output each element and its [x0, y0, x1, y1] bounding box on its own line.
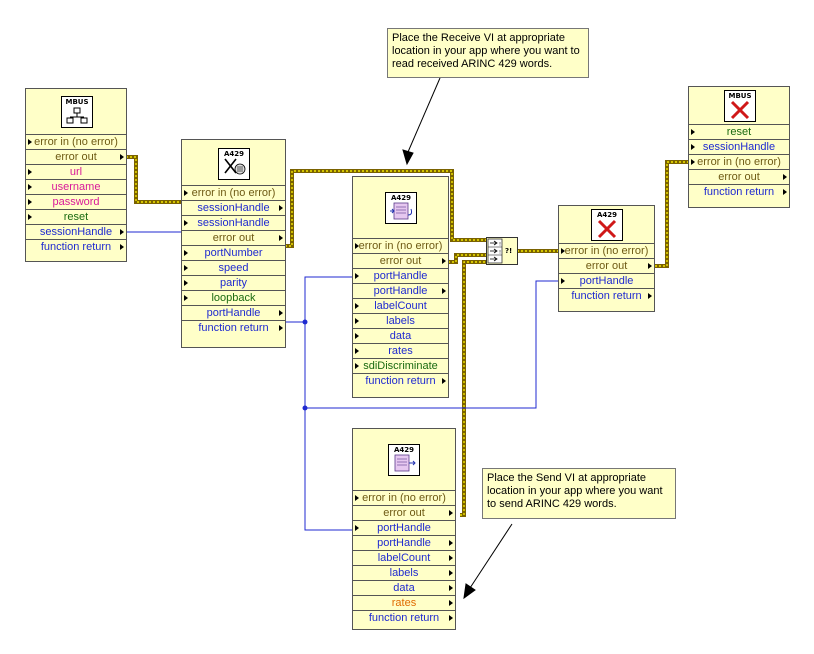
port-wire-send	[304, 408, 352, 531]
terminal-function-return[interactable]: function return	[353, 374, 448, 389]
receive-icon	[390, 202, 413, 220]
terminal-function-return[interactable]: function return	[353, 611, 455, 626]
terminal-labels[interactable]: labels	[353, 314, 448, 329]
mbus-open-icon: MBUS	[61, 96, 93, 128]
terminal-error-out[interactable]: error out	[26, 150, 126, 165]
svg-text:!: !	[499, 242, 501, 248]
terminal-password[interactable]: password	[26, 195, 126, 210]
error-wire-mbus-to-open	[126, 155, 182, 204]
terminal-rates[interactable]: rates	[353, 596, 455, 611]
svg-text:?!: ?!	[505, 247, 512, 255]
terminal-error-in[interactable]: error in (no error)	[353, 491, 455, 506]
merge-errors-icon: ! ! ?!	[487, 238, 512, 264]
terminal-loopback[interactable]: loopback	[182, 291, 285, 306]
network-icon	[66, 107, 88, 124]
mbus-close-vi[interactable]: MBUS reset sessionHandle error in (no er…	[688, 86, 790, 208]
terminal-port-handle[interactable]: portHandle	[182, 306, 285, 321]
port-config-icon	[224, 158, 246, 175]
vi-icon-area: A429	[182, 140, 285, 186]
terminal-error-in[interactable]: error in (no error)	[689, 155, 789, 170]
terminal-function-return[interactable]: function return	[182, 321, 285, 336]
close-x-icon	[597, 219, 617, 239]
a429-open-icon: A429	[218, 148, 250, 180]
reference-wires	[126, 231, 558, 531]
terminal-data[interactable]: data	[353, 581, 455, 596]
a429-receive-icon: A429	[385, 192, 417, 224]
terminal-label-count[interactable]: labelCount	[353, 299, 448, 314]
port-wire-receive	[304, 276, 352, 322]
terminal-session-handle-out[interactable]: sessionHandle	[182, 201, 285, 216]
terminal-function-return[interactable]: function return	[559, 289, 654, 304]
a429-open-port-vi[interactable]: A429 error in (no error) sessionHandle s…	[181, 139, 286, 348]
port-wire-main	[285, 280, 558, 409]
vi-icon-area: MBUS	[689, 87, 789, 125]
error-wire-close-to-mbus	[655, 160, 688, 268]
terminal-function-return[interactable]: function return	[26, 240, 126, 255]
terminal-error-out[interactable]: error out	[353, 506, 455, 521]
vi-icon-area: A429	[353, 429, 455, 491]
terminal-error-out[interactable]: error out	[559, 259, 654, 274]
terminal-error-out[interactable]: error out	[182, 231, 285, 246]
terminal-speed[interactable]: speed	[182, 261, 285, 276]
terminal-port-handle-in[interactable]: portHandle	[353, 269, 448, 284]
terminal-error-in[interactable]: error in (no error)	[559, 244, 654, 259]
vi-icon-area: MBUS	[26, 89, 126, 135]
terminal-function-return[interactable]: function return	[689, 185, 789, 200]
terminal-sdi-discriminate[interactable]: sdiDiscriminate	[353, 359, 448, 374]
mbus-close-icon: MBUS	[724, 90, 756, 122]
terminal-error-in[interactable]: error in (no error)	[353, 239, 448, 254]
terminal-parity[interactable]: parity	[182, 276, 285, 291]
terminal-session-handle-in[interactable]: sessionHandle	[182, 216, 285, 231]
terminal-error-in[interactable]: error in (no error)	[182, 186, 285, 201]
vi-icon-area: A429	[353, 177, 448, 239]
terminal-port-handle[interactable]: portHandle	[559, 274, 654, 289]
wire-junction	[302, 405, 308, 411]
a429-close-vi[interactable]: A429 error in (no error) error out portH…	[558, 205, 655, 312]
error-wires	[126, 155, 688, 517]
terminal-port-number[interactable]: portNumber	[182, 246, 285, 261]
terminal-port-handle-in[interactable]: portHandle	[353, 521, 455, 536]
wire-junction	[302, 319, 308, 325]
terminal-labels[interactable]: labels	[353, 566, 455, 581]
terminal-error-in[interactable]: error in (no error)	[26, 135, 126, 150]
terminal-username[interactable]: username	[26, 180, 126, 195]
close-x-icon	[730, 100, 750, 120]
terminal-session-handle[interactable]: sessionHandle	[689, 140, 789, 155]
terminal-data[interactable]: data	[353, 329, 448, 344]
terminal-error-out[interactable]: error out	[689, 170, 789, 185]
send-note: Place the Send VI at appropriate locatio…	[482, 468, 676, 519]
svg-text:!: !	[499, 250, 501, 256]
receive-note: Place the Receive VI at appropriate loca…	[387, 28, 589, 78]
a429-send-icon: A429	[388, 444, 420, 476]
terminal-reset[interactable]: reset	[26, 210, 126, 225]
terminal-error-out[interactable]: error out	[353, 254, 448, 269]
terminal-label-count[interactable]: labelCount	[353, 551, 455, 566]
terminal-url[interactable]: url	[26, 165, 126, 180]
a429-send-vi[interactable]: A429 error in (no error) error out portH…	[352, 428, 456, 630]
terminal-session-handle[interactable]: sessionHandle	[26, 225, 126, 240]
a429-receive-vi[interactable]: A429 error in (no error) error out portH…	[352, 176, 449, 398]
terminal-reset[interactable]: reset	[689, 125, 789, 140]
terminal-port-handle-out[interactable]: portHandle	[353, 536, 455, 551]
vi-icon-area: A429	[559, 206, 654, 244]
a429-close-icon: A429	[591, 209, 623, 241]
send-icon	[394, 454, 416, 472]
merge-errors-node[interactable]: ! ! ?!	[486, 237, 518, 265]
mbus-open-vi[interactable]: MBUS error in (no error) error out url u…	[25, 88, 127, 262]
terminal-port-handle-out[interactable]: portHandle	[353, 284, 448, 299]
terminal-rates[interactable]: rates	[353, 344, 448, 359]
annotation-arrows	[402, 77, 513, 600]
